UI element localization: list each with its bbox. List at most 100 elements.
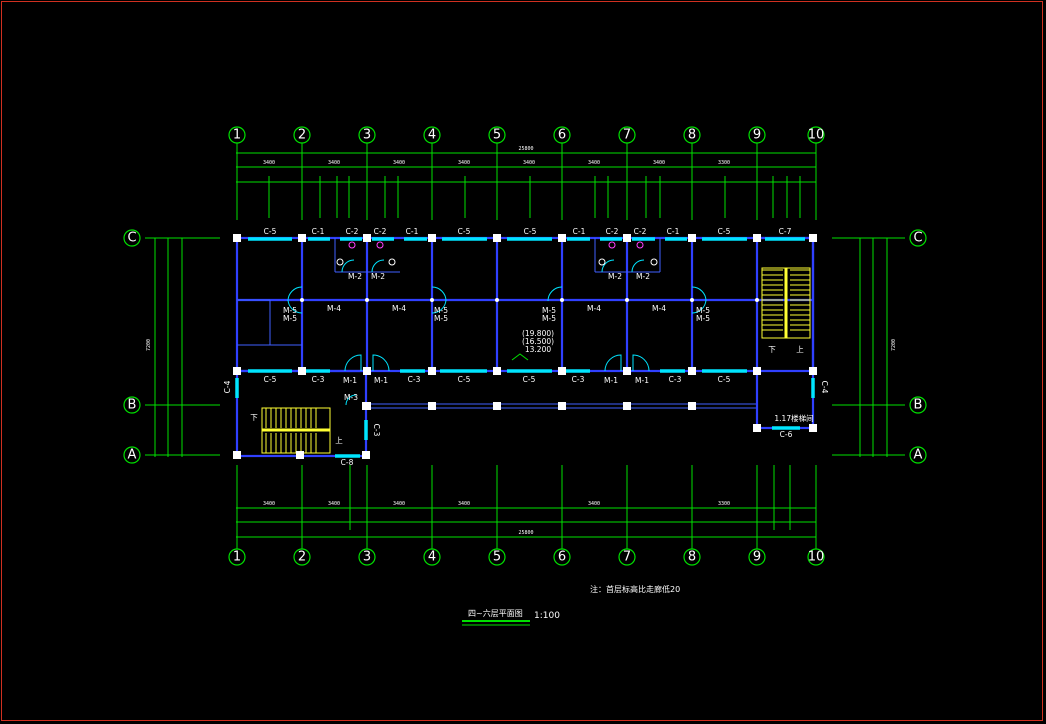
axis-bubble-right <box>909 446 927 464</box>
door-label-m2-3: M-2 <box>608 272 622 281</box>
axis-bubble-left <box>123 446 141 464</box>
axis-label-bottom: 4 <box>428 550 436 565</box>
top-bay-dim: 3400 <box>523 160 535 166</box>
window-label-top: C-1 <box>312 227 325 236</box>
column <box>493 234 501 242</box>
axis-label-top: 7 <box>623 128 631 143</box>
door-label-m1-1: M-1 <box>343 376 357 385</box>
door-label-m4-1: M-4 <box>327 304 341 313</box>
axis-bubble-left <box>123 396 141 414</box>
axis-label-bottom: 3 <box>363 550 371 565</box>
top-bay-dim: 3400 <box>458 160 470 166</box>
column <box>753 367 761 375</box>
column-small <box>430 298 434 302</box>
window-label-side-left: C-4 <box>223 380 232 393</box>
axis-label-right: A <box>914 448 923 463</box>
door-label-m2-1: M-2 <box>348 272 362 281</box>
top-bay-dim: 3400 <box>653 160 665 166</box>
stair-right <box>761 267 811 339</box>
column <box>233 367 241 375</box>
column <box>363 367 371 375</box>
column-small <box>755 298 759 302</box>
windows <box>235 237 815 458</box>
bottom-bay-dim: 3400 <box>263 501 275 507</box>
column <box>623 234 631 242</box>
window-label-bottom: C-3 <box>669 375 682 384</box>
top-bay-dim: 3400 <box>263 160 275 166</box>
column <box>753 424 761 432</box>
axis-label-top: 4 <box>428 128 436 143</box>
drawing-scale: 1:100 <box>534 611 560 621</box>
axis-label-left: C <box>127 231 136 246</box>
window-label-bottom: C-5 <box>718 375 731 384</box>
window-label-bottom: C-5 <box>523 375 536 384</box>
toilet-fixtures <box>336 241 658 266</box>
column <box>362 402 370 410</box>
axis-label-left: A <box>128 448 137 463</box>
window-label-bottom: C-3 <box>572 375 585 384</box>
stair-left <box>261 407 331 454</box>
column <box>233 451 241 459</box>
bottom-total-dim: 25800 <box>518 530 533 536</box>
axis-label-left: B <box>128 398 137 413</box>
elevation-2: (16.500) <box>522 337 554 346</box>
axis-label-bottom: 7 <box>623 550 631 565</box>
stair-left-up: 上 <box>335 436 343 445</box>
bottom-bay-dim: 3400 <box>393 501 405 507</box>
axis-label-top: 1 <box>233 128 241 143</box>
column <box>428 402 436 410</box>
column <box>558 367 566 375</box>
axis-bubble-left <box>123 229 141 247</box>
axis-label-top: 9 <box>753 128 761 143</box>
window-label-top: C-2 <box>606 227 619 236</box>
window-label-top: C-5 <box>458 227 471 236</box>
door-label-m4-2: M-4 <box>392 304 406 313</box>
stair-landing-label: 1.17楼梯间 <box>774 413 813 423</box>
column-small <box>365 298 369 302</box>
window-label-bottom: C-5 <box>458 375 471 384</box>
top-total-dim: 25800 <box>518 146 533 152</box>
door-label-m2-4: M-2 <box>636 272 650 281</box>
column <box>298 234 306 242</box>
column <box>363 234 371 242</box>
column <box>362 451 370 459</box>
window-label-bottom: C-5 <box>264 375 277 384</box>
right-overall-dim: 7200 <box>891 339 897 351</box>
column <box>809 367 817 375</box>
door-label-m5-3b: M-5 <box>542 314 556 323</box>
top-bay-dim: 3400 <box>588 160 600 166</box>
axis-label-top: 10 <box>808 128 825 143</box>
axis-label-right: B <box>914 398 923 413</box>
column <box>623 402 631 410</box>
doors <box>287 259 707 406</box>
axis-label-bottom: 6 <box>558 550 566 565</box>
window-label-top: C-5 <box>264 227 277 236</box>
drawing-note: 注：首层标高比走廊低20 <box>590 584 680 594</box>
column <box>753 234 761 242</box>
column <box>809 234 817 242</box>
window-label-c3-stair: C-3 <box>372 424 381 437</box>
drawing-title: 四~六层平面图 <box>468 608 523 618</box>
column <box>623 367 631 375</box>
axis-label-top: 6 <box>558 128 566 143</box>
window-label-top: C-1 <box>406 227 419 236</box>
axis-label-bottom: 5 <box>493 550 501 565</box>
window-label-top: C-2 <box>346 227 359 236</box>
top-dimension-lines: 25800 <box>236 146 816 183</box>
axis-label-right: C <box>913 231 922 246</box>
window-label-top: C-2 <box>374 227 387 236</box>
column-small <box>560 298 564 302</box>
column <box>493 402 501 410</box>
column-small <box>625 298 629 302</box>
side-dimension-lines: 7200 7200 <box>145 237 905 457</box>
door-label-m5-1: M-5 <box>283 306 297 315</box>
column <box>428 367 436 375</box>
window-label-top: C-7 <box>779 227 792 236</box>
door-label-m1-2: M-1 <box>374 376 388 385</box>
column <box>233 234 241 242</box>
column <box>493 367 501 375</box>
axis-label-bottom: 9 <box>753 550 761 565</box>
door-label-m5-4: M-5 <box>696 306 710 315</box>
